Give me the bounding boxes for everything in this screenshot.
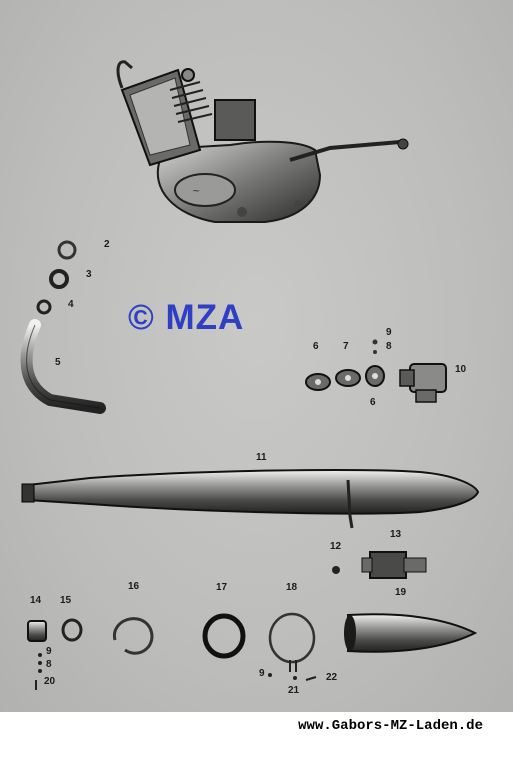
ring-parts xyxy=(36,240,77,315)
part-label-17: 17 xyxy=(216,582,228,593)
part-label-6b: 6 xyxy=(370,397,376,408)
part-label-5: 5 xyxy=(55,357,61,368)
nut-12 xyxy=(332,566,340,574)
part-label-6a: 6 xyxy=(313,341,319,352)
part-label-9b: 9 xyxy=(46,646,52,657)
gaskets xyxy=(305,339,385,391)
tail-cone xyxy=(344,613,478,653)
o-ring-17 xyxy=(202,613,246,659)
part-label-9c: 9 xyxy=(259,668,265,679)
part-label-7: 7 xyxy=(343,341,349,352)
part-label-3: 3 xyxy=(86,269,92,280)
footer-website-url: www.Gabors-MZ-Laden.de xyxy=(298,718,483,734)
part-label-9a: 9 xyxy=(386,327,392,338)
part-label-21: 21 xyxy=(288,685,300,696)
exhaust-bend-pipe xyxy=(20,319,106,414)
part-label-11: 11 xyxy=(256,452,267,463)
part-label-20: 20 xyxy=(44,676,56,687)
clamp-16 xyxy=(113,617,154,655)
part-label-10: 10 xyxy=(455,364,467,375)
parts-sheet: ~ xyxy=(0,0,513,712)
part-label-13: 13 xyxy=(390,529,402,540)
part-label-14: 14 xyxy=(30,595,42,606)
part-label-8b: 8 xyxy=(46,659,52,670)
carburetor xyxy=(399,363,447,403)
copyright-watermark: © MZA xyxy=(128,298,245,337)
part-label-4: 4 xyxy=(68,299,74,310)
sleeve-and-ring xyxy=(27,618,83,690)
part-label-16: 16 xyxy=(128,581,140,592)
part-label-18: 18 xyxy=(286,582,298,593)
part-label-22: 22 xyxy=(326,672,338,683)
part-label-15: 15 xyxy=(60,595,72,606)
part-label-19: 19 xyxy=(395,587,407,598)
bracket-13 xyxy=(361,551,427,579)
part-label-12: 12 xyxy=(330,541,342,552)
part-label-2: 2 xyxy=(104,239,110,250)
clamp-ring-18 xyxy=(268,612,317,681)
svg-text:~: ~ xyxy=(192,186,200,197)
silencer-long xyxy=(21,469,480,529)
engine-drawing: ~ xyxy=(116,60,409,223)
part-label-8a: 8 xyxy=(386,341,392,352)
parts-illustration: ~ xyxy=(20,60,480,690)
